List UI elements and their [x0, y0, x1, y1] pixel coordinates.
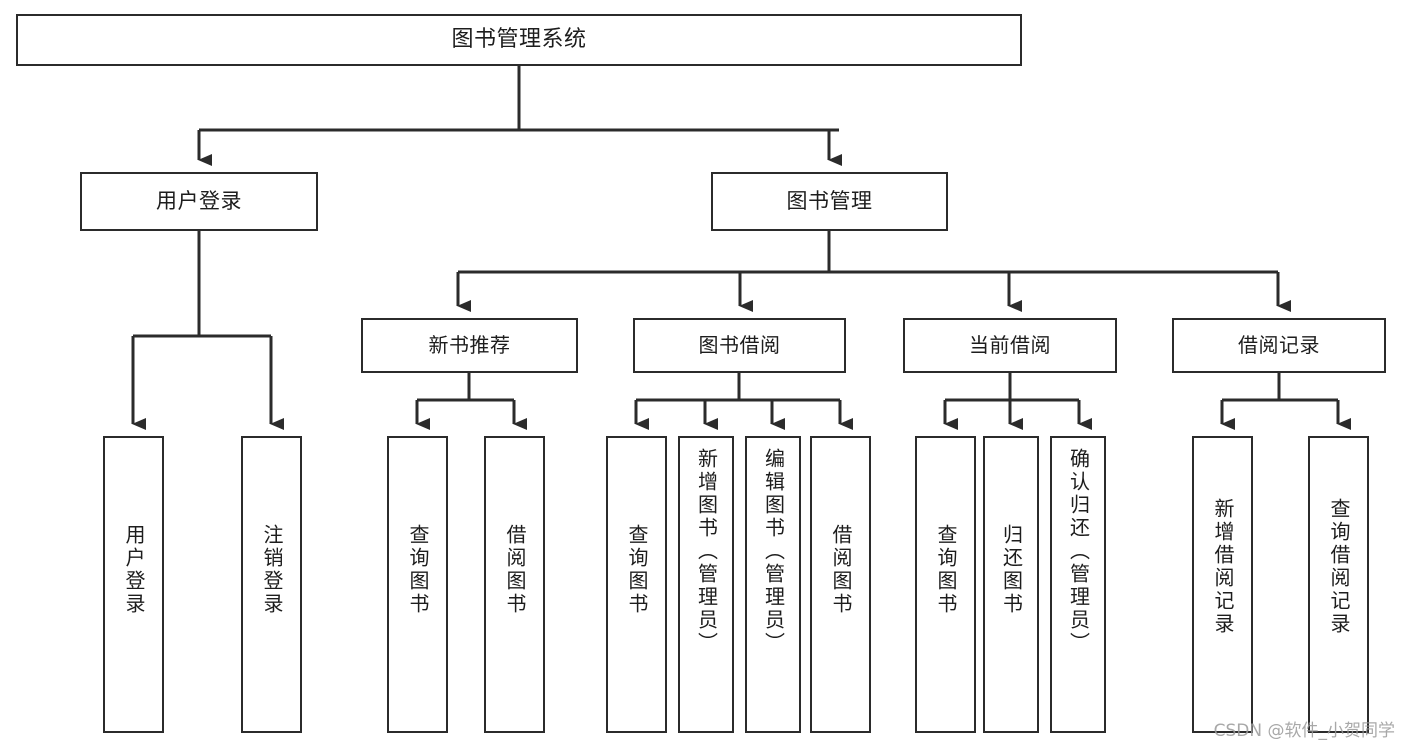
- node-label: 图书管理系统: [451, 27, 587, 53]
- node-label: 当前借阅: [969, 332, 1051, 357]
- leaf-edit-book-admin[interactable]: 编辑图书（管理员）: [745, 436, 801, 733]
- leaf-label: 编辑图书（管理员）: [761, 448, 786, 655]
- node-current-borrow[interactable]: 当前借阅: [903, 318, 1117, 373]
- node-label: 图书借阅: [698, 332, 781, 357]
- leaf-return-book[interactable]: 归还图书: [983, 436, 1039, 733]
- node-label: 借阅记录: [1238, 332, 1320, 357]
- leaf-query-borrow-record[interactable]: 查询借阅记录: [1308, 436, 1369, 733]
- node-book-management[interactable]: 图书管理: [711, 172, 948, 231]
- leaf-add-book-admin[interactable]: 新增图书（管理员）: [678, 436, 734, 733]
- leaf-logout[interactable]: 注销登录: [241, 436, 302, 733]
- leaf-label: 查询借阅记录: [1327, 498, 1351, 636]
- leaf-label: 查询图书: [625, 524, 649, 616]
- node-borrow-records[interactable]: 借阅记录: [1172, 318, 1386, 373]
- leaf-label: 查询图书: [406, 524, 430, 616]
- leaf-query-book-recommend[interactable]: 查询图书: [387, 436, 448, 733]
- leaf-label: 新增借阅记录: [1211, 498, 1235, 636]
- leaf-label: 确认归还（管理员）: [1066, 448, 1091, 655]
- leaf-borrow-book[interactable]: 借阅图书: [810, 436, 871, 733]
- csdn-watermark: CSDN @软件_小贺同学: [1213, 721, 1395, 741]
- leaf-label: 查询图书: [934, 524, 958, 616]
- leaf-add-borrow-record[interactable]: 新增借阅记录: [1192, 436, 1253, 733]
- node-label: 新书推荐: [428, 332, 511, 357]
- node-label: 用户登录: [156, 189, 242, 214]
- leaf-confirm-return-admin[interactable]: 确认归还（管理员）: [1050, 436, 1106, 733]
- leaf-label: 借阅图书: [829, 524, 853, 616]
- leaf-label: 借阅图书: [503, 524, 527, 616]
- leaf-label: 归还图书: [999, 524, 1024, 616]
- node-label: 图书管理: [786, 189, 873, 214]
- node-root-system[interactable]: 图书管理系统: [16, 14, 1022, 66]
- leaf-query-book-current[interactable]: 查询图书: [915, 436, 976, 733]
- leaf-label: 注销登录: [260, 524, 284, 616]
- node-new-book-recommend[interactable]: 新书推荐: [361, 318, 578, 373]
- node-book-borrow[interactable]: 图书借阅: [633, 318, 846, 373]
- leaf-query-book-borrow[interactable]: 查询图书: [606, 436, 667, 733]
- leaf-borrow-book-recommend[interactable]: 借阅图书: [484, 436, 545, 733]
- leaf-label: 新增图书（管理员）: [694, 448, 719, 655]
- node-user-login[interactable]: 用户登录: [80, 172, 318, 231]
- leaf-label: 用户登录: [122, 524, 146, 616]
- leaf-user-login[interactable]: 用户登录: [103, 436, 164, 733]
